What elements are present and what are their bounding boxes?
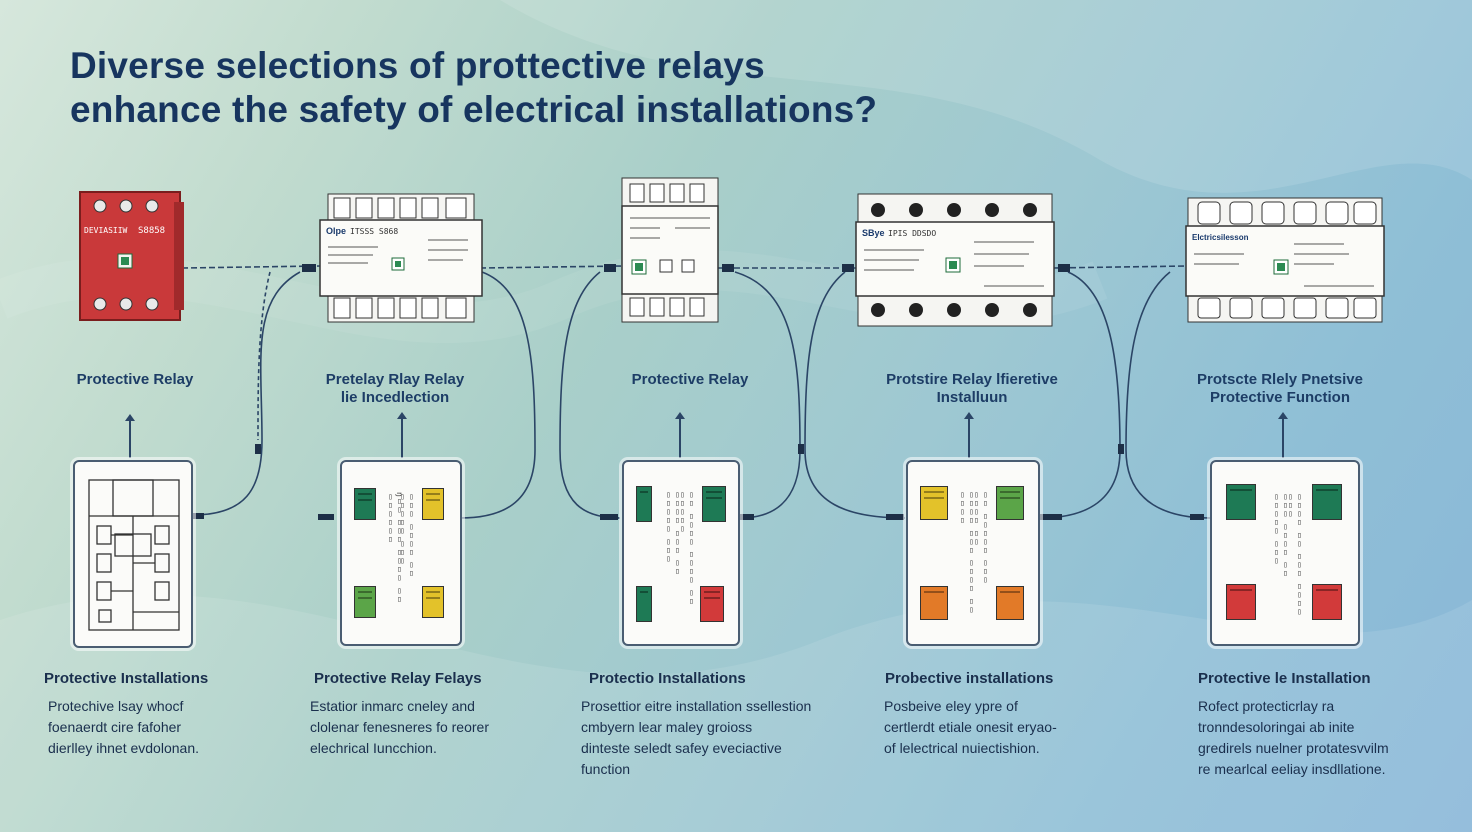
relay-label-3: Protective Relay (600, 371, 780, 389)
title-line-2: enhance the safety of electrical install… (70, 89, 878, 130)
green-indicator-icon (354, 488, 376, 520)
installation-description-2: Estatior inmarc cneley and clolenar fene… (310, 696, 489, 759)
page-title: Diverse selections of prottective relays… (70, 44, 970, 132)
compact-relay-icon (621, 177, 719, 323)
description-3-line-4: function (581, 761, 631, 777)
red-relay-code: S8858 (138, 226, 165, 236)
arrow-up-icon (1278, 412, 1288, 458)
red-relay-text: DEVIASIIW (84, 226, 128, 235)
description-5-line-1: Rofect protecticrlay ra (1198, 698, 1335, 714)
installation-heading-1: Protective Installations (44, 670, 209, 687)
description-3-line-2: cmbyern lear maley groioss (581, 719, 753, 735)
arrow-up-icon (675, 412, 685, 458)
description-5-line-4: re mearlcal eeliay insdllatione. (1198, 761, 1386, 777)
arrow-up-icon (964, 412, 974, 458)
yellow-indicator-icon (422, 586, 444, 618)
installation-panel-1 (73, 460, 193, 648)
relay-label-2-line-2: lie Incedlection (340, 389, 450, 406)
green-indicator-icon (636, 486, 652, 522)
relay2-brand: Olpe (326, 226, 346, 236)
panel-5-label-text: ▯▯▯ ▯▯▯▯ ▯▯ ▯▯▯▯▯ ▯▯▯ (1272, 492, 1290, 578)
red-indicator-icon (700, 586, 724, 622)
panel-4-label-text: ▯▯ ▯▯▯▯▯ ▯▯▯ ▯▯▯▯ ▯▯ (972, 490, 990, 584)
relay-label-5-line-2: Protective Function (1209, 389, 1351, 406)
panel-3-label-text: ▯▯ ▯▯▯▯ ▯▯▯▯ ▯▯ ▯▯▯▯▯ (678, 490, 696, 605)
description-1-line-3: dierlley ihnet evdolonan. (48, 740, 199, 756)
relay-label-4-line-1: Protstire Relay lfieretive (886, 371, 1058, 388)
description-2-line-2: clolenar fenesneres fo reorer (310, 719, 489, 735)
description-5-line-2: tronndesoloringai ab inite (1198, 719, 1355, 735)
green-indicator-icon (996, 486, 1024, 520)
installation-description-3: Prosettior eitre installation ssellestio… (581, 696, 811, 780)
description-1-line-2: foenaerdt cire fafoher (48, 719, 182, 735)
relay4-code: IPIS DDSDO (888, 229, 936, 238)
description-4-line-3: of lelectrical nuiectishion. (884, 740, 1040, 756)
green-indicator-icon (1226, 484, 1256, 520)
panel-4-label-text: ▯▯▯▯ ▯▯▯ ▯▯▯▯ ▯▯ ▯▯▯▯ (958, 490, 976, 614)
green-indicator-icon (1312, 484, 1342, 520)
green-indicator-icon (636, 586, 652, 622)
description-4-line-2: certlerdt etiale onesit eryao- (884, 719, 1057, 735)
relay-label-2-line-1: Pretelay Rlay Relay (325, 371, 465, 388)
description-3-line-3: dinteste seledt safey eveciactive (581, 740, 782, 756)
description-4-line-1: Posbeive eley ypre of (884, 698, 1018, 714)
relay-label-1-line-1: Protective Relay (76, 371, 194, 388)
panel-2-label-text: ▯▯▯ ▯▯▯▯ ▯▯ ▯▯▯▯▯ ▯▯▯ (398, 492, 416, 578)
installation-description-5: Rofect protecticrlay ra tronndesoloringa… (1198, 696, 1389, 780)
relay-label-5-line-1: Protscte Rlely Pnetsive (1197, 371, 1363, 388)
description-1-line-1: Protechive lsay whocf (48, 698, 184, 714)
installation-heading-3: Protectio Installations (589, 670, 746, 687)
relay-label-3-line-1: Protective Relay (631, 371, 749, 388)
relay-label-1: Protective Relay (50, 371, 220, 389)
relay5-brand: Elctricsilesson (1192, 233, 1249, 242)
installation-panel-3: ▯▯▯▯ ▯▯▯ ▯▯ ▯▯▯▯▯ ▯▯▯ ▯▯ ▯▯▯▯ ▯▯▯▯ ▯▯ ▯▯… (622, 460, 740, 646)
installation-panel-4: ▯▯▯▯ ▯▯▯ ▯▯▯▯ ▯▯ ▯▯▯▯ ▯▯ ▯▯▯▯▯ ▯▯▯ ▯▯▯▯ … (906, 460, 1040, 646)
installation-heading-5: Protective le Installation (1198, 670, 1371, 687)
orange-indicator-icon (996, 586, 1024, 620)
relay4-brand: SBye (862, 228, 885, 238)
wide-relay-icon: Elctricsilesson (1185, 197, 1385, 323)
relay-label-5: Protscte Rlely Pnetsive Protective Funct… (1175, 371, 1385, 407)
circuit-schematic-icon (88, 479, 180, 631)
din-rail-relay-icon: Olpe ITSSS S868 (319, 193, 483, 323)
relay-label-2: Pretelay Rlay Relay lie Incedlection (300, 371, 490, 407)
installation-heading-4: Probective installations (885, 670, 1054, 687)
description-2-line-1: Estatior inmarc cneley and (310, 698, 475, 714)
yellow-indicator-icon (920, 486, 948, 520)
multi-terminal-relay-icon: SBye IPIS DDSDO (855, 193, 1055, 327)
title-line-1: Diverse selections of prottective relays (70, 45, 765, 86)
red-indicator-icon (1226, 584, 1256, 620)
installation-panel-5: ▯▯▯ ▯▯▯▯ ▯▯ ▯▯▯▯▯ ▯▯▯ ▯▯▯▯ ▯▯ ▯▯▯ ▯▯▯▯ ▯… (1210, 460, 1360, 646)
green-indicator-icon (354, 586, 376, 618)
orange-indicator-icon (920, 586, 948, 620)
arrow-up-icon (397, 412, 407, 458)
red-protective-relay-icon: DEVIASIIW S8858 (79, 191, 184, 321)
red-indicator-icon (1312, 584, 1342, 620)
description-2-line-3: elechrical Iuncchion. (310, 740, 437, 756)
description-3-line-1: Prosettior eitre installation ssellestio… (581, 698, 812, 714)
green-indicator-icon (702, 486, 726, 522)
installation-heading-2: Protective Relay Felays (314, 670, 482, 687)
installation-description-4: Posbeive eley ypre of certlerdt etiale o… (884, 696, 1057, 759)
relay-label-4-line-2: Installuun (936, 389, 1008, 406)
relay-label-4: Protstire Relay lfieretive Installuun (862, 371, 1082, 407)
description-5-line-3: gredirels nuelner protatesvvilm (1198, 740, 1389, 756)
panel-3-label-text: ▯▯▯▯ ▯▯▯ ▯▯ ▯▯▯▯▯ ▯▯▯ (664, 490, 682, 576)
installation-panel-2: ŋ▯▯ ▯▯▯ ▯▯▯▯ ▯▯ ▯▯▯▯▯▯ ▯▯▯ ▯▯▯▯ ▯▯ ▯▯▯▯▯… (340, 460, 462, 646)
arrow-up-icon (125, 414, 135, 458)
panel-5-label-text: ▯▯▯▯ ▯▯ ▯▯▯ ▯▯▯▯ ▯▯▯ (1286, 492, 1304, 616)
yellow-indicator-icon (422, 488, 444, 520)
relay2-code: ITSSS S868 (350, 227, 398, 236)
installation-description-1: Protechive lsay whocf foenaerdt cire faf… (48, 696, 199, 759)
panel-2-label-text: ŋ▯▯ ▯▯▯ ▯▯▯▯ ▯▯ ▯▯▯▯▯▯ (386, 492, 404, 603)
